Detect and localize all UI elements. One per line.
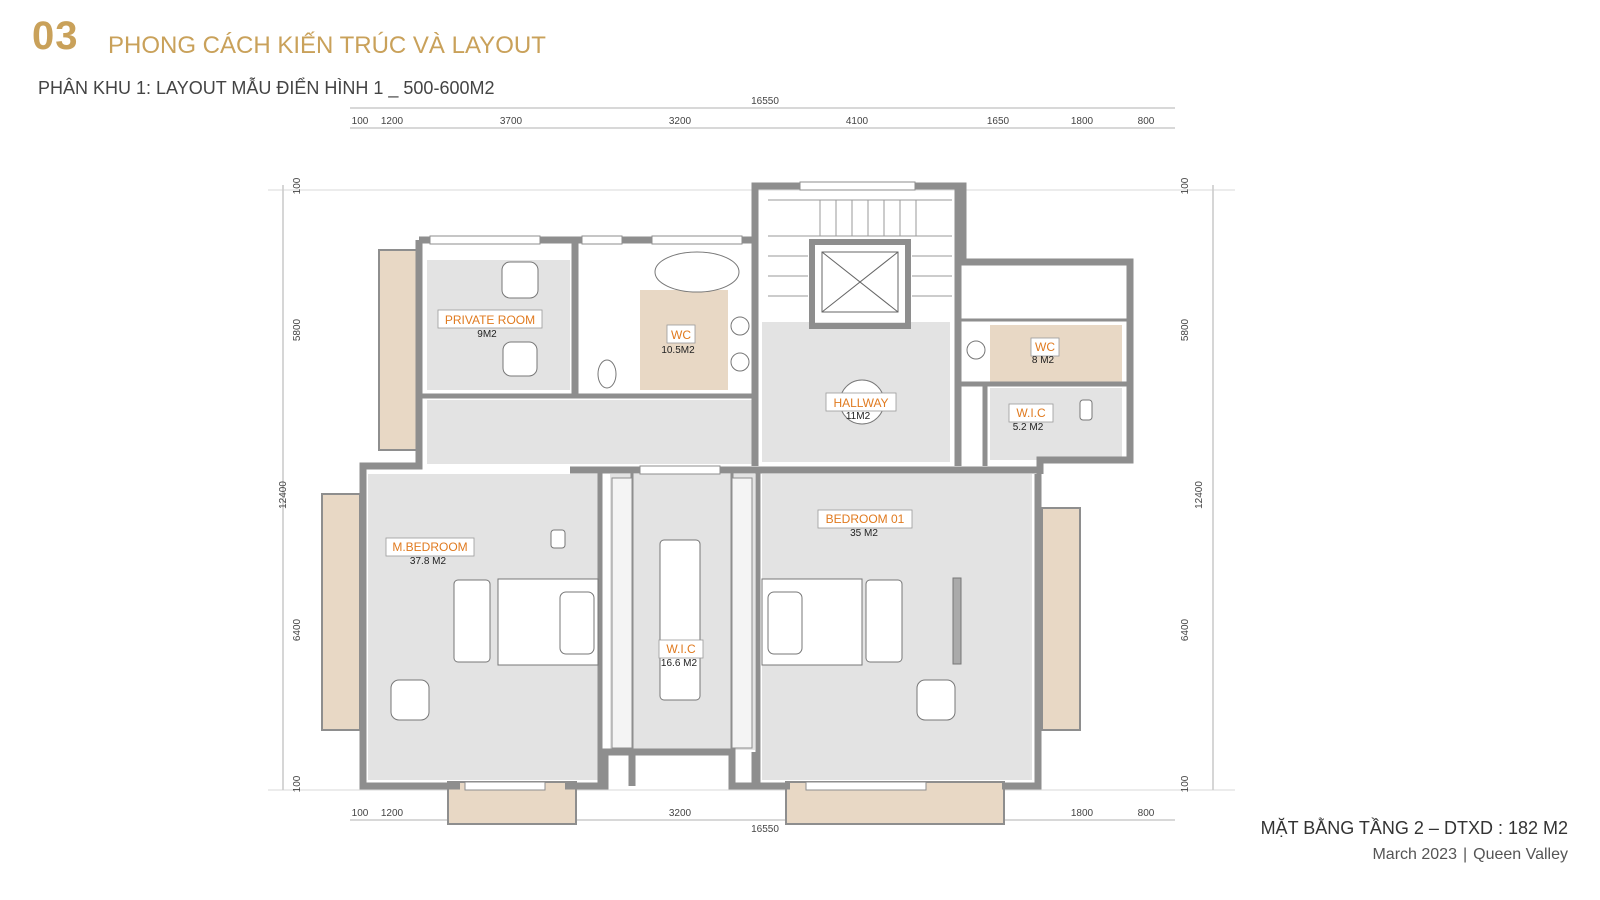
armchair-icon	[390, 679, 430, 721]
balcony-private-room	[378, 249, 418, 451]
sink-icon	[730, 352, 750, 372]
dim-top: 3700	[500, 116, 523, 127]
dim-bottom: 100	[352, 808, 369, 819]
room-label-hallway: HALLWAY	[833, 396, 888, 410]
dim-left: 12400	[278, 481, 289, 509]
section-title: PHONG CÁCH KIẾN TRÚC VÀ LAYOUT	[108, 32, 546, 59]
layout-subtitle: PHÂN KHU 1: LAYOUT MẪU ĐIỂN HÌNH 1 _ 500…	[38, 78, 495, 98]
dim-left: 5800	[292, 318, 303, 341]
room-area-hallway: 11M2	[846, 411, 871, 422]
dim-left: 100	[292, 775, 303, 792]
room-area-master-bedroom: 37.8 M2	[410, 556, 447, 567]
bathtub-icon	[654, 251, 740, 293]
room-label-master-bedroom: M.BEDROOM	[392, 540, 467, 554]
label-box	[817, 509, 913, 529]
section-number: 03	[32, 14, 79, 58]
dimension-bottom-labels: 100 1200 3200 1800 800 16550	[352, 808, 1155, 835]
window	[581, 235, 623, 245]
project-name: Queen Valley	[1473, 846, 1568, 863]
room-label-private-room: PRIVATE ROOM	[445, 313, 535, 327]
plan-meta: March 2023 | Queen Valley	[1372, 846, 1568, 864]
bench-icon	[865, 579, 903, 663]
dimension-top-labels: 16550 100 1200 3700 3200 4100 1650 1800 …	[352, 96, 1155, 127]
room-label-wc-1: WC	[671, 328, 691, 342]
plan-caption: MẶT BẰNG TẦNG 2 – DTXD : 182 M2	[1260, 818, 1568, 838]
room-label-wc-2: WC	[1035, 340, 1055, 354]
plan-date: March 2023	[1372, 846, 1457, 863]
dim-right: 5800	[1180, 318, 1191, 341]
window	[464, 781, 546, 791]
desk-chair-icon	[550, 529, 566, 549]
dim-bottom-total: 16550	[751, 824, 779, 835]
room-labels: PRIVATE ROOM 9M2 WC 10.5M2 HALLWAY 11M2 …	[385, 309, 1060, 669]
room-area-wic-2: 16.6 M2	[661, 658, 698, 669]
room-area-bedroom-01: 35 M2	[850, 528, 878, 539]
window	[639, 465, 721, 475]
window	[799, 181, 916, 191]
balcony-master-bedroom	[321, 493, 361, 731]
armchair-icon	[502, 341, 538, 377]
dimension-left-labels: 100 5800 12400 6400 100	[278, 177, 303, 792]
floor-wic-1	[990, 388, 1122, 460]
room-label-wic-2: W.I.C	[666, 642, 696, 656]
bench-icon	[453, 579, 491, 663]
dim-left: 6400	[292, 618, 303, 641]
label-box	[437, 309, 543, 329]
dim-right: 6400	[1180, 618, 1191, 641]
windows	[429, 181, 927, 791]
sink-icon	[730, 316, 750, 336]
dim-top-total: 16550	[751, 96, 779, 107]
pillow-icon	[767, 591, 803, 655]
pillow-icon	[559, 591, 595, 655]
floor-corridor	[427, 400, 757, 464]
label-box	[1008, 403, 1054, 423]
dim-top: 3200	[669, 116, 692, 127]
label-box	[658, 639, 704, 659]
label-box	[825, 392, 897, 412]
tv-panel-icon	[952, 577, 962, 665]
dim-top: 100	[352, 116, 369, 127]
label-box	[1030, 337, 1060, 357]
armchair-icon	[916, 679, 956, 721]
window	[429, 235, 541, 245]
stairs	[768, 199, 952, 297]
vanity-icon	[1079, 399, 1093, 421]
room-label-wic-1: W.I.C	[1016, 406, 1046, 420]
window	[731, 477, 753, 749]
room-area-wc-1: 10.5M2	[661, 345, 695, 356]
label-box	[666, 324, 696, 344]
dim-right: 100	[1180, 775, 1191, 792]
room-label-bedroom-01: BEDROOM 01	[826, 512, 905, 526]
armchair-icon	[501, 261, 539, 299]
dim-top: 800	[1138, 116, 1155, 127]
dim-bottom: 1200	[381, 808, 404, 819]
furniture	[390, 251, 1093, 721]
dim-top: 1800	[1071, 116, 1094, 127]
dim-right: 12400	[1194, 481, 1205, 509]
dim-top: 4100	[846, 116, 869, 127]
label-box	[385, 537, 475, 557]
sink-icon	[966, 340, 986, 360]
room-area-wic-1: 5.2 M2	[1013, 422, 1044, 433]
window	[611, 477, 633, 749]
room-area-wc-2: 8 M2	[1032, 355, 1055, 366]
elevator-shaft	[809, 239, 911, 329]
window	[805, 781, 927, 791]
dim-right: 100	[1180, 177, 1191, 194]
walls	[359, 182, 1134, 790]
dim-left: 100	[292, 177, 303, 194]
toilet-icon	[597, 359, 617, 389]
window	[651, 235, 743, 245]
dimension-right-labels: 100 5800 12400 6400 100	[1180, 177, 1205, 792]
island-icon	[659, 539, 701, 701]
balcony-bedroom-01	[1041, 507, 1081, 731]
dim-top: 1650	[987, 116, 1010, 127]
dim-bottom: 3200	[669, 808, 692, 819]
room-area-private-room: 9M2	[477, 329, 497, 340]
meta-separator: |	[1462, 846, 1468, 863]
dim-bottom: 800	[1138, 808, 1155, 819]
dim-bottom: 1800	[1071, 808, 1094, 819]
dim-top: 1200	[381, 116, 404, 127]
